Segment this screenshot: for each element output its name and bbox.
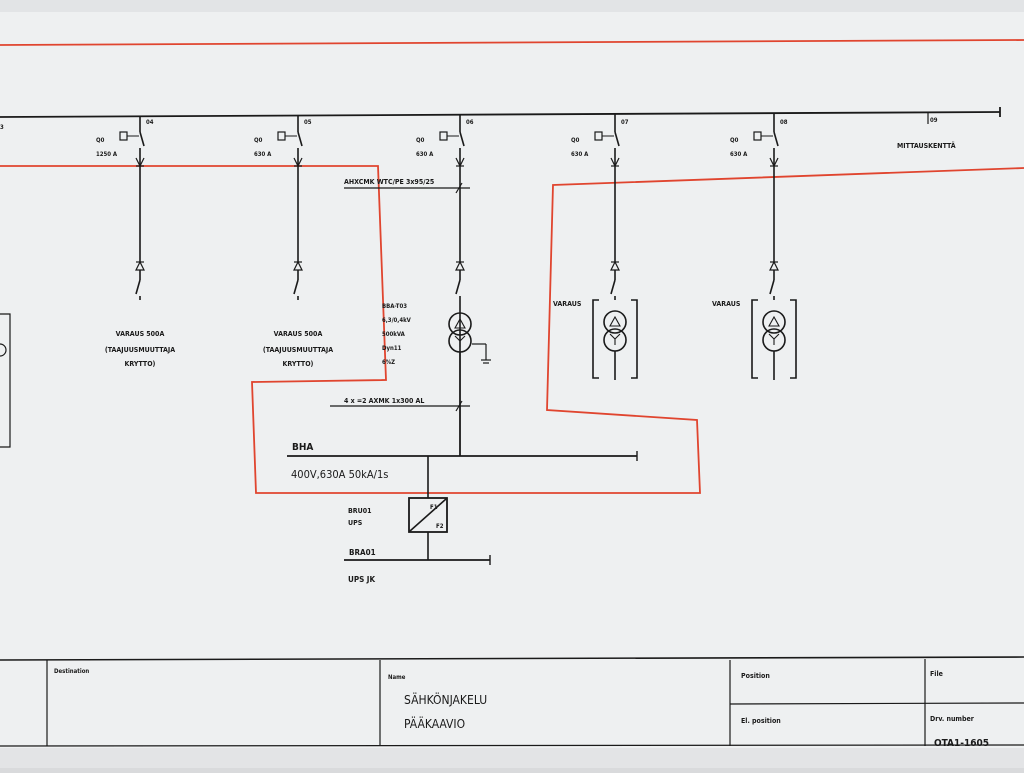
feeder-label-line: VARAUS 500A	[274, 330, 323, 338]
ups-port-out: F2	[436, 523, 444, 530]
cable-bottom-text: 4 x =2 AXMK 1x300 AL	[344, 397, 424, 405]
red-top-line	[0, 39, 1024, 46]
transformer-spec-line: 6,3/0,4kV	[382, 317, 412, 324]
feeder-device: Q0	[571, 137, 580, 144]
transformer-spec-line: Dyn11	[382, 345, 402, 352]
feeder-label-line: (TAAJUUSMUUTTAJA	[263, 346, 333, 354]
ups-tag: BRU01	[348, 507, 372, 515]
lower-switch	[610, 279, 616, 295]
paper-bottom-edge	[0, 748, 1024, 768]
feeder-device: Q0	[416, 137, 425, 144]
bra01-name: BRA01	[349, 548, 376, 557]
lower-switch	[293, 279, 299, 295]
busbar-left-number: 3	[0, 124, 4, 131]
left-edge-fragment	[0, 313, 11, 448]
breaker-blade	[773, 131, 779, 147]
el-position-label: El. position	[741, 717, 781, 725]
reserve-transformer-primary	[603, 310, 627, 334]
lower-switch	[455, 279, 461, 295]
transformer-text: BBA-T03 6,3/0,4kV 500kVA Dyn11 6%Z	[382, 303, 412, 366]
title-block	[0, 656, 1024, 747]
feeder-number: 06	[466, 119, 474, 126]
reserve-transformer-primary	[762, 310, 786, 334]
bha-name: BHA	[292, 442, 313, 453]
feeder-rating: 1250 A	[96, 151, 118, 158]
metering-number: 09	[930, 117, 938, 124]
bha-spec: 400V,630A 50kA/1s	[291, 468, 388, 481]
breaker-blade	[459, 131, 465, 147]
reserve-bracket-right	[631, 299, 638, 379]
red-markup	[0, 39, 1024, 494]
feeder-label-line: KRYTTO)	[125, 360, 156, 368]
name-line1: SÄHKÖNJAKELU	[404, 691, 487, 707]
transformer-spec-line: BBA-T03	[382, 303, 407, 310]
drv-number-label: Drv. number	[930, 715, 975, 723]
main-busbar	[0, 107, 1001, 118]
name-label: Name	[388, 674, 406, 681]
lower-switch	[769, 279, 775, 295]
feeder-rating: 630 A	[730, 151, 748, 158]
feeder-device: Q0	[730, 137, 739, 144]
feeder-rating: 630 A	[254, 151, 272, 158]
feeder-number: 04	[146, 119, 154, 126]
bra01-spec: UPS JK	[348, 575, 375, 584]
feeder-number: 07	[621, 119, 629, 126]
breaker-blade	[614, 131, 620, 147]
file-label: File	[930, 670, 943, 678]
feeder-06-details	[330, 182, 491, 456]
feeder-label-line: KRYTTO)	[283, 360, 314, 368]
red-boundary-outline	[0, 165, 1024, 494]
feeder-device: Q0	[96, 137, 105, 144]
ups-type: UPS	[348, 519, 363, 527]
ups-port-in: F1	[430, 504, 438, 511]
reserve-bracket-left	[592, 299, 599, 379]
feeder-label-line: VARAUS	[553, 300, 582, 308]
breaker-blade	[139, 131, 145, 147]
reserve-bracket-left	[751, 299, 758, 379]
reserve-bracket-right	[790, 299, 797, 379]
destination-label: Destination	[54, 668, 89, 675]
position-label: Position	[741, 672, 770, 680]
lower-switch	[135, 279, 141, 295]
metering-label: MITTAUSKENTTÄ	[897, 141, 956, 150]
feeder-label-line: (TAAJUUSMUUTTAJA	[105, 346, 175, 354]
name-line2: PÄÄKAAVIO	[404, 716, 465, 731]
feeder-rating: 630 A	[571, 151, 589, 158]
transformer-spec-line: 6%Z	[382, 359, 395, 366]
paper-top-edge	[0, 0, 1024, 12]
breaker-blade	[297, 131, 303, 147]
transformer-spec-line: 500kVA	[382, 331, 406, 338]
drv-number: OTA1-1605	[934, 738, 989, 749]
feeder-label-line: VARAUS	[712, 300, 741, 308]
ups-symbol	[408, 456, 448, 560]
feeder-rating: 630 A	[416, 151, 434, 158]
feeder-label-line: VARAUS 500A	[116, 330, 165, 338]
transformer-winding-primary	[448, 312, 472, 336]
feeder-number: 08	[780, 119, 788, 126]
cable-top-text: AHXCMK WTC/PE 3x95/25	[344, 178, 434, 186]
feeder-device: Q0	[254, 137, 263, 144]
feeder-number: 05	[304, 119, 312, 126]
